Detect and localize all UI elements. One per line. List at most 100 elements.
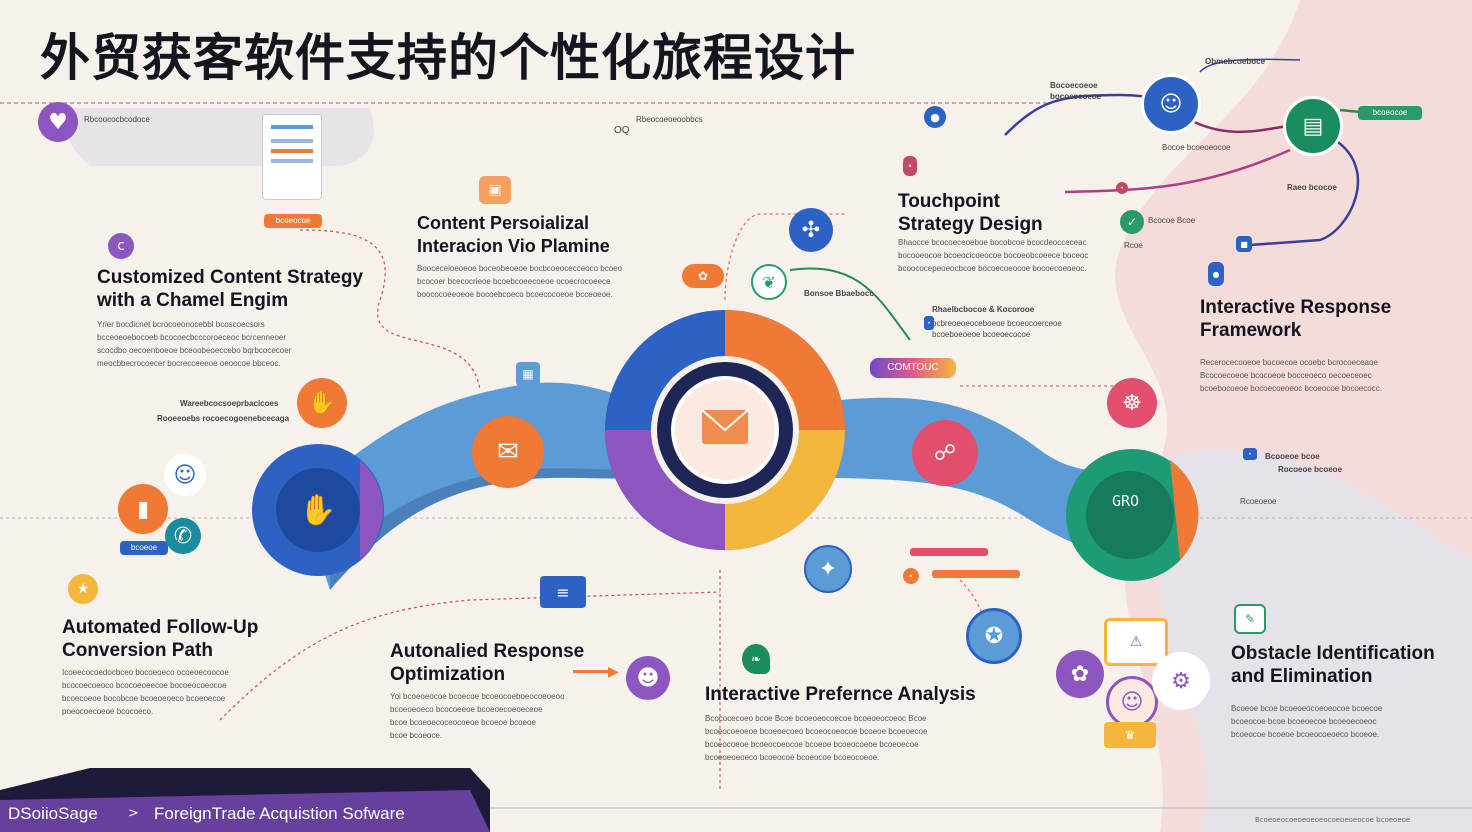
tiny-chat-icon: • bbox=[1243, 448, 1257, 460]
trophy-icon: ♛ bbox=[1104, 722, 1156, 748]
obstacle-board-icon: ⚠ bbox=[1104, 618, 1168, 666]
green-badge: bcoeocoe bbox=[1358, 106, 1422, 120]
person-badge-icon: ☺ bbox=[1106, 676, 1158, 728]
top-left-heart-icon: ♥ bbox=[38, 102, 78, 142]
connector-2 bbox=[724, 213, 845, 301]
touchpoint-label: Bonsoe Bbaebocc bbox=[804, 289, 874, 298]
network-line-4 bbox=[1249, 138, 1360, 247]
right-hub-accent bbox=[1170, 460, 1199, 560]
right-label-c: Bocoe bcoeoeocoe bbox=[1162, 143, 1231, 152]
people-icon: ☺ bbox=[164, 454, 206, 496]
hands-icon: ✋ bbox=[299, 492, 337, 528]
message-icon: ≡ bbox=[540, 576, 586, 608]
puzzle-purple-icon: ✿ bbox=[1056, 650, 1104, 698]
right-mid-label-b: Rocoeoe bcoeoe bbox=[1278, 465, 1343, 474]
check-icon: ✓ bbox=[1120, 210, 1144, 234]
small-pin-icon: • bbox=[924, 316, 934, 330]
connector-5 bbox=[219, 591, 721, 721]
comtouc-badge: COMTOUC bbox=[870, 358, 956, 378]
right-label-d: Raeo bcocoe bbox=[1287, 183, 1337, 192]
arrow-right-icon: ▶ bbox=[608, 664, 619, 680]
user-pin-icon: ● bbox=[1208, 262, 1224, 286]
response-optimization-body: Yoi bcoeoeocoe bcoecoe bcoeocoeboeocoeoe… bbox=[390, 692, 565, 740]
compass-icon: ✦ bbox=[804, 545, 852, 593]
footer-product-name[interactable]: ForeignTrade Acquistion Sofware bbox=[154, 804, 405, 823]
obstacle-elimination-body: Bcoeoe bcoe bcoeoeocoeoeocoe bcoecoe bco… bbox=[1231, 704, 1383, 739]
document-badge: bcoeocoe bbox=[264, 214, 322, 228]
pink-bar bbox=[910, 548, 988, 556]
bars-icon: ▮ bbox=[118, 484, 168, 534]
leaf-icon: ❦ bbox=[751, 264, 787, 300]
interactive-response-body: Recerocecooeoe bocoecoe ocoebc bcrocoece… bbox=[1200, 358, 1382, 393]
target-icon: ✪ bbox=[966, 608, 1022, 664]
chat-icon: c bbox=[108, 233, 134, 259]
customized-strategy-body: Yrier bocdicnet bcrocoeonocebbl bcoscoec… bbox=[97, 320, 292, 368]
user-chat-icon: ☺ bbox=[1141, 74, 1201, 134]
document-icon bbox=[262, 114, 322, 200]
center-envelope-flap bbox=[701, 409, 749, 432]
right-label-f: Rcoe bbox=[1124, 241, 1143, 250]
right-small-label: Rcoeoeoe bbox=[1240, 497, 1277, 506]
network-line-3 bbox=[1064, 148, 1291, 194]
gear-cluster-icon: ✿ bbox=[682, 264, 724, 288]
right-wash-grey bbox=[1159, 449, 1472, 832]
pin-icon-red: • bbox=[903, 156, 917, 176]
calendar-icon: ▦ bbox=[516, 362, 540, 386]
top-right-label-a: Obmcbcoeboce bbox=[1205, 57, 1266, 66]
right-mid-label-a: Bcooeoe bcoe bbox=[1265, 452, 1320, 461]
top-right-label-b: Bocoecoeoe bocoeceoeoe bbox=[1050, 81, 1102, 101]
top-center-tag: Rbeocoeoeoobbcs bbox=[636, 115, 703, 124]
touchpoint-title: Touchpoint Strategy Design bbox=[898, 191, 1043, 235]
customized-label-b: Rooeeoebs rocoecogoenebcecaga bbox=[157, 414, 290, 423]
response-optimization-title: Autonalied Response Optimization bbox=[390, 641, 585, 685]
content-personalization-body: Booceceioeoeoe boceobeoeoe bocbcoeocecce… bbox=[417, 264, 623, 299]
preference-analysis-title: Interactive Prefernce Analysis bbox=[705, 684, 976, 705]
connector-3 bbox=[789, 267, 911, 341]
customized-label-a: Wareebcocsoeprbacicoes bbox=[180, 399, 279, 408]
footer-brand[interactable]: DSoiioSage bbox=[8, 804, 98, 823]
people-purple-icon: ☻ bbox=[626, 656, 670, 700]
handshake-pink-icon: ☍ bbox=[912, 420, 978, 486]
orange-dot-icon: • bbox=[903, 568, 919, 584]
touchpoint-sub-a: Rhaelbcbocoe & Kocorooe bbox=[932, 305, 1035, 314]
preference-analysis-body: Bcococecoeo bcoe Bcoe bcoeoeocoecoe bcoe… bbox=[705, 714, 928, 762]
page-title: 外贸获客软件支持的个性化旅程设计 bbox=[40, 29, 856, 87]
arrow-line bbox=[573, 670, 613, 673]
top-left-tag: Rbcoococbcodoce bbox=[84, 115, 150, 124]
presentation-icon: ▤ bbox=[1283, 96, 1343, 156]
footer-separator: > bbox=[128, 806, 139, 821]
gear-white-icon: ⚙ bbox=[1152, 652, 1210, 710]
flow-ribbon-shade bbox=[330, 468, 640, 590]
feedback-icon: ✎ bbox=[1234, 604, 1266, 634]
obstacle-elimination-title: Obstacle Identification and Elimination bbox=[1231, 643, 1435, 687]
touchpoint-body: Bhaocce bcocoeceoeboe bocobcoe bcocdeocc… bbox=[898, 238, 1089, 273]
network-line-5 bbox=[1339, 108, 1361, 114]
chat-bubble-icon: ✆ bbox=[165, 518, 201, 554]
right-hub-inner bbox=[1086, 471, 1174, 559]
puzzle-icon: ✣ bbox=[789, 208, 833, 252]
left-hub-inner bbox=[276, 468, 360, 552]
gro-label: GRO bbox=[1112, 492, 1140, 510]
left-badge: bcoeoe bbox=[120, 541, 168, 555]
box-icon: ▣ bbox=[479, 176, 511, 204]
network-line-6 bbox=[1199, 58, 1301, 73]
brain-icon: ☸ bbox=[1107, 378, 1157, 428]
network-dot-icon: • bbox=[1116, 182, 1128, 194]
orange-bar bbox=[932, 570, 1020, 578]
mail-hand-icon: ✉ bbox=[472, 416, 544, 488]
footer-note: Bcoeoeocoeoeoeoeocoeoeoeocoe bcoeoeoe bbox=[1255, 816, 1411, 824]
network-node-icon: ■ bbox=[1236, 236, 1252, 252]
footer-band-gradient bbox=[0, 790, 490, 832]
automated-followup-body: Icoeecocoedocbceo bocoeoeco ocoeoecoocoe… bbox=[62, 668, 229, 716]
pin-icon-blue: ● bbox=[924, 106, 946, 128]
badge-star-icon: ★ bbox=[68, 574, 98, 604]
left-hub-accent bbox=[360, 460, 383, 560]
interactive-response-title: Interactive Response Framework bbox=[1200, 297, 1392, 341]
customized-strategy-title: Customized Content Strategy with a Chame… bbox=[97, 267, 364, 311]
content-personalization-title: Content Persoializal Interacion Vio Plam… bbox=[417, 213, 610, 256]
center-envelope bbox=[702, 410, 748, 444]
connector-1 bbox=[299, 229, 481, 391]
handshake-icon: ✋ bbox=[297, 378, 347, 428]
right-label-e: Bcocoe Bcoe bbox=[1148, 216, 1196, 225]
